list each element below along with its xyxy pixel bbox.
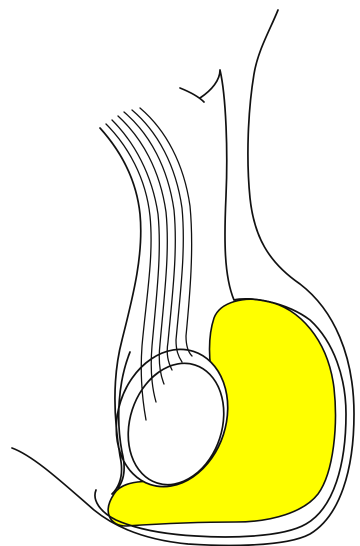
- cord-notch: [180, 88, 204, 102]
- cord-strand: [140, 108, 192, 356]
